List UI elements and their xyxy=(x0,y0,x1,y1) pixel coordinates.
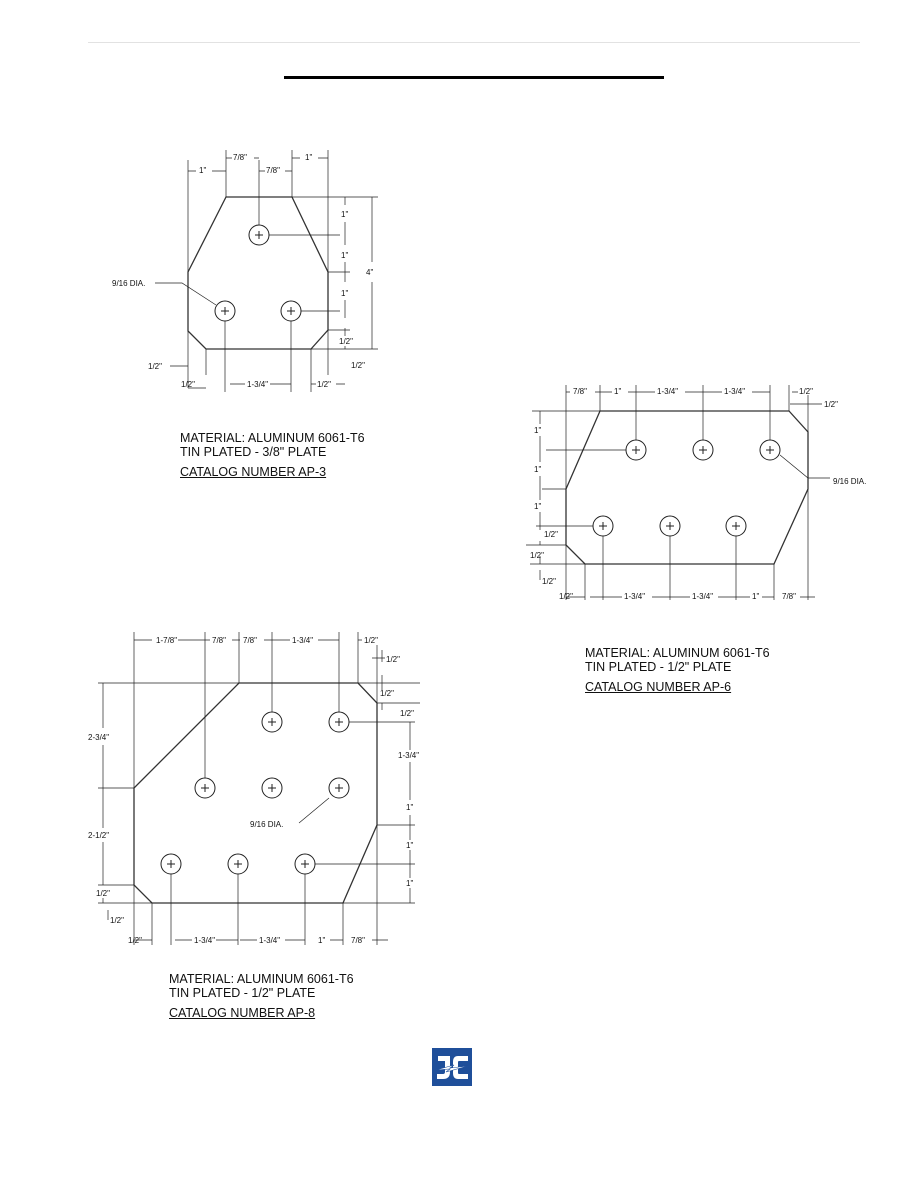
ap6-dim-top2: 1" xyxy=(614,387,621,396)
ap6-dim-bottom2: 1-3/4" xyxy=(624,592,645,601)
ap8-dim-bottom2: 1-3/4" xyxy=(194,936,215,945)
ap3-plating: TIN PLATED - 3/8" PLATE xyxy=(180,445,327,459)
ap8-dim-left2: 2-1/2" xyxy=(88,831,109,840)
plate-ap6-dims: 7/8" 1" 1-3/4" 1-3/4" 1/2" 1/2" 1" 1" 1"… xyxy=(530,387,866,601)
ap6-dim-left3: 1" xyxy=(534,502,541,511)
plate-ap6-drawing xyxy=(526,385,830,600)
ap8-dim-right6: 1" xyxy=(406,841,413,850)
ap8-plating: TIN PLATED - 1/2" PLATE xyxy=(169,986,316,1000)
ap3-dim-overall: 4" xyxy=(366,268,373,277)
plate-ap8-dims: 1-7/8" 7/8" 7/8" 1-3/4" 1/2" 1/2" 1/2" 1… xyxy=(88,636,419,945)
ap6-dim-left6: 1/2" xyxy=(542,577,556,586)
ap8-dim-right4: 1-3/4" xyxy=(398,751,419,760)
ap8-dim-left3: 1/2" xyxy=(96,889,110,898)
ap3-hole-callout: 9/16 DIA. xyxy=(112,279,145,288)
ap8-dim-top3: 7/8" xyxy=(243,636,257,645)
ap8-dim-top1: 1-7/8" xyxy=(156,636,177,645)
ap6-caption: MATERIAL: ALUMINUM 6061-T6 TIN PLATED - … xyxy=(585,646,770,694)
ap8-catalog-number: CATALOG NUMBER AP-8 xyxy=(169,1006,316,1020)
ap8-dim-bottom4: 1" xyxy=(318,936,325,945)
ap3-dim-top2: 1" xyxy=(305,153,312,162)
ap8-dim-right7: 1" xyxy=(406,879,413,888)
ap6-dim-left2: 1" xyxy=(534,465,541,474)
ap6-dim-left5: 1/2" xyxy=(530,551,544,560)
ap8-dim-bottom3: 1-3/4" xyxy=(259,936,280,945)
ap3-dim-top1: 7/8" xyxy=(233,153,247,162)
ap8-dim-right3: 1/2" xyxy=(400,709,414,718)
company-logo xyxy=(432,1048,472,1086)
ap6-material: MATERIAL: ALUMINUM 6061-T6 xyxy=(585,646,770,660)
ap6-dim-bottom1: 1/2" xyxy=(559,592,573,601)
plate-ap3-holes xyxy=(214,224,302,322)
ap3-material: MATERIAL: ALUMINUM 6061-T6 xyxy=(180,431,365,445)
ap8-dim-left4: 1/2" xyxy=(110,916,124,925)
ap8-dim-right1: 1/2" xyxy=(386,655,400,664)
ap6-dim-top1: 7/8" xyxy=(573,387,587,396)
ap8-dim-top4: 1-3/4" xyxy=(292,636,313,645)
ap6-dim-bottom5: 7/8" xyxy=(782,592,796,601)
ap3-dim-top4: 7/8" xyxy=(266,166,280,175)
plate-ap8-outline xyxy=(133,682,378,904)
ap8-dim-bottom5: 7/8" xyxy=(351,936,365,945)
ap8-dim-top2: 7/8" xyxy=(212,636,226,645)
ap3-dim-bottom2: 1-3/4" xyxy=(247,380,268,389)
ap6-dim-top5: 1/2" xyxy=(799,387,813,396)
ap3-caption: MATERIAL: ALUMINUM 6061-T6 TIN PLATED - … xyxy=(180,431,365,479)
ap3-dim-right4: 1/2" xyxy=(339,337,353,346)
ap3-dim-right2: 1" xyxy=(341,251,348,260)
ap6-dim-left1: 1" xyxy=(534,426,541,435)
ap6-dim-left4: 1/2" xyxy=(544,530,558,539)
ap6-catalog-number: CATALOG NUMBER AP-6 xyxy=(585,680,732,694)
title-bar xyxy=(284,76,664,79)
ap6-dim-top3: 1-3/4" xyxy=(657,387,678,396)
ap6-dim-top6: 1/2" xyxy=(824,400,838,409)
ap8-dim-right2: 1/2" xyxy=(380,689,394,698)
ap3-dim-left-bottom: 1/2" xyxy=(148,362,162,371)
ap3-dim-right1: 1" xyxy=(341,210,348,219)
ap6-dim-bottom3: 1-3/4" xyxy=(692,592,713,601)
plate-ap3-drawing xyxy=(155,150,378,392)
ap8-dim-bottom1: 1/2" xyxy=(128,936,142,945)
plate-ap6-holes xyxy=(592,439,781,537)
ap6-hole-callout: 9/16 DIA. xyxy=(833,477,866,486)
ap8-dim-top5: 1/2" xyxy=(364,636,378,645)
ap6-dim-bottom4: 1" xyxy=(752,592,759,601)
ap8-hole-callout: 9/16 DIA. xyxy=(250,820,283,829)
ap6-dim-top4: 1-3/4" xyxy=(724,387,745,396)
ap6-plating: TIN PLATED - 1/2" PLATE xyxy=(585,660,732,674)
plate-ap6-outline xyxy=(565,410,809,565)
ap8-material: MATERIAL: ALUMINUM 6061-T6 xyxy=(169,972,354,986)
ap3-dim-bottom1: 1/2" xyxy=(181,380,195,389)
ap3-catalog-number: CATALOG NUMBER AP-3 xyxy=(180,465,327,479)
plate-ap3-dims: 7/8" 1" 1" 7/8" 1" 1" 1" 1/2" 1/2" 4" 1/… xyxy=(112,153,373,389)
ap3-dim-bottom3: 1/2" xyxy=(317,380,331,389)
plate-ap8-drawing xyxy=(98,632,420,945)
ap3-dim-right3: 1" xyxy=(341,289,348,298)
plate-ap3-outline xyxy=(187,196,329,350)
ap3-dim-top3: 1" xyxy=(199,166,206,175)
ap8-dim-right5: 1" xyxy=(406,803,413,812)
ap8-caption: MATERIAL: ALUMINUM 6061-T6 TIN PLATED - … xyxy=(169,972,354,1020)
ap3-dim-right5: 1/2" xyxy=(351,361,365,370)
plate-ap8-holes xyxy=(160,711,350,875)
ap8-dim-left1: 2-3/4" xyxy=(88,733,109,742)
header-rule xyxy=(88,42,860,43)
